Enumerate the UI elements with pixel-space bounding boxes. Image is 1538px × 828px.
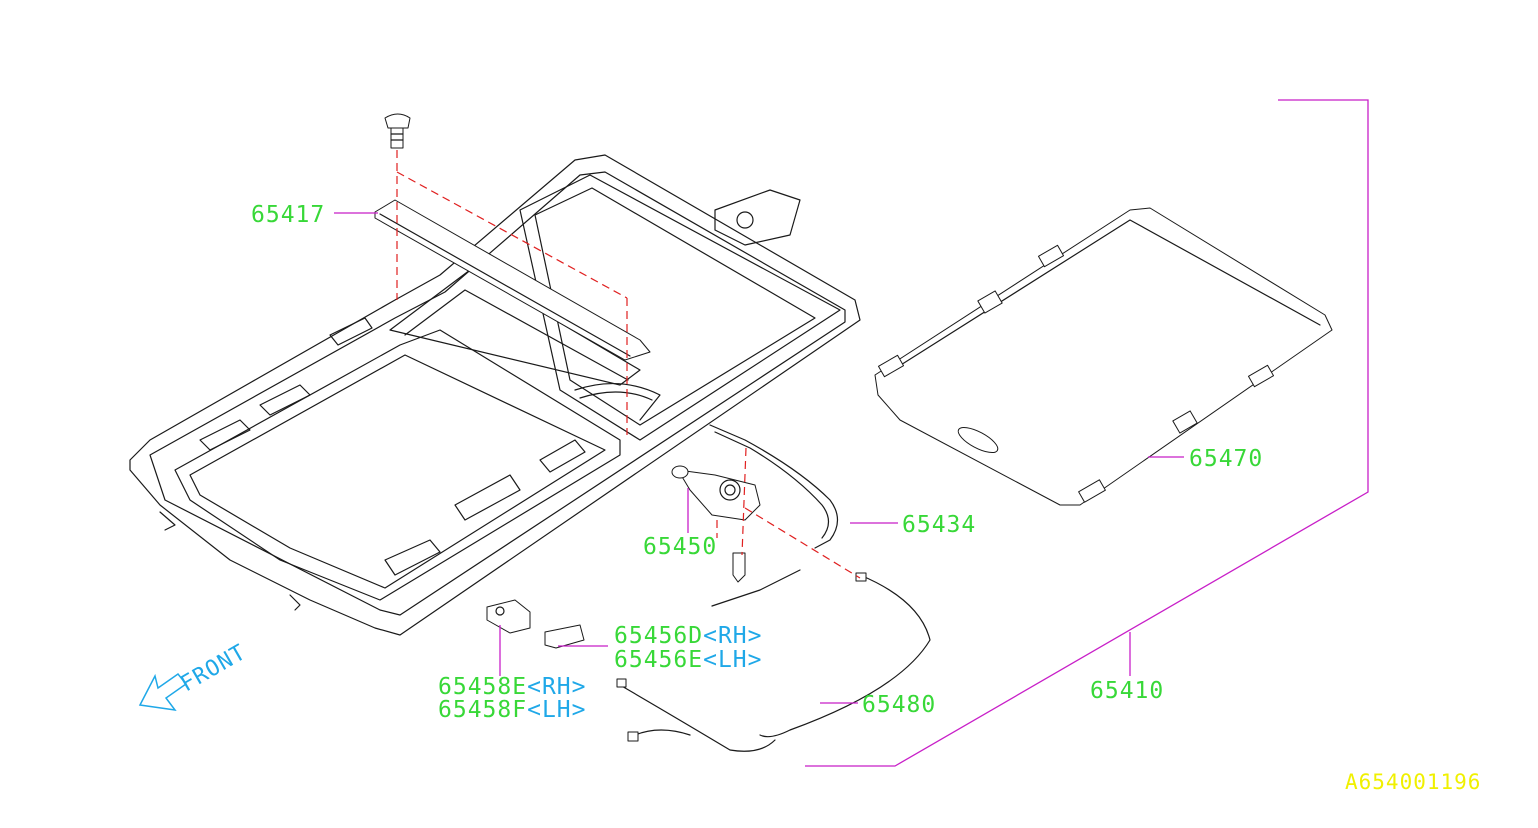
side-marker-lh: <LH> — [527, 697, 586, 723]
wind-deflector-drawing — [374, 199, 651, 361]
part-number-65456e-lh: 65456E<LH> — [614, 647, 762, 673]
part-number-65417: 65417 — [251, 202, 325, 228]
part-number-65458f-lh: 65458F<LH> — [438, 697, 586, 723]
part-number-65410: 65410 — [1090, 678, 1164, 704]
sunroof-frame-drawing — [129, 154, 861, 636]
front-direction-label: FRONT — [177, 640, 251, 697]
part-number-65458f: 65458F — [438, 697, 527, 723]
part-number-65480: 65480 — [862, 692, 936, 718]
drive-cable-drawing — [709, 424, 839, 607]
part-number-65458e-rh: 65458E<RH> — [438, 674, 586, 700]
part-number-65456e: 65456E — [614, 647, 703, 673]
part-number-65456d: 65456D — [614, 623, 703, 649]
side-marker-rh: <RH> — [527, 674, 586, 700]
side-marker-rh: <RH> — [703, 623, 762, 649]
drain-hose-drawing — [616, 572, 931, 752]
alignment-dashes — [396, 150, 861, 579]
guide-bracket-drawing — [486, 599, 585, 649]
sunroof-motor-drawing — [671, 465, 761, 583]
sunshade-panel-drawing — [874, 207, 1333, 506]
bolt-top-drawing — [384, 113, 411, 149]
part-number-65450: 65450 — [643, 534, 717, 560]
part-number-65470: 65470 — [1189, 446, 1263, 472]
part-number-65456d-rh: 65456D<RH> — [614, 623, 762, 649]
front-direction-arrow — [138, 672, 188, 711]
side-marker-lh: <LH> — [703, 647, 762, 673]
part-number-65458e: 65458E — [438, 674, 527, 700]
part-number-65434: 65434 — [902, 512, 976, 538]
leader-lines — [334, 99, 1369, 767]
illustration-code: A654001196 — [1345, 770, 1481, 794]
